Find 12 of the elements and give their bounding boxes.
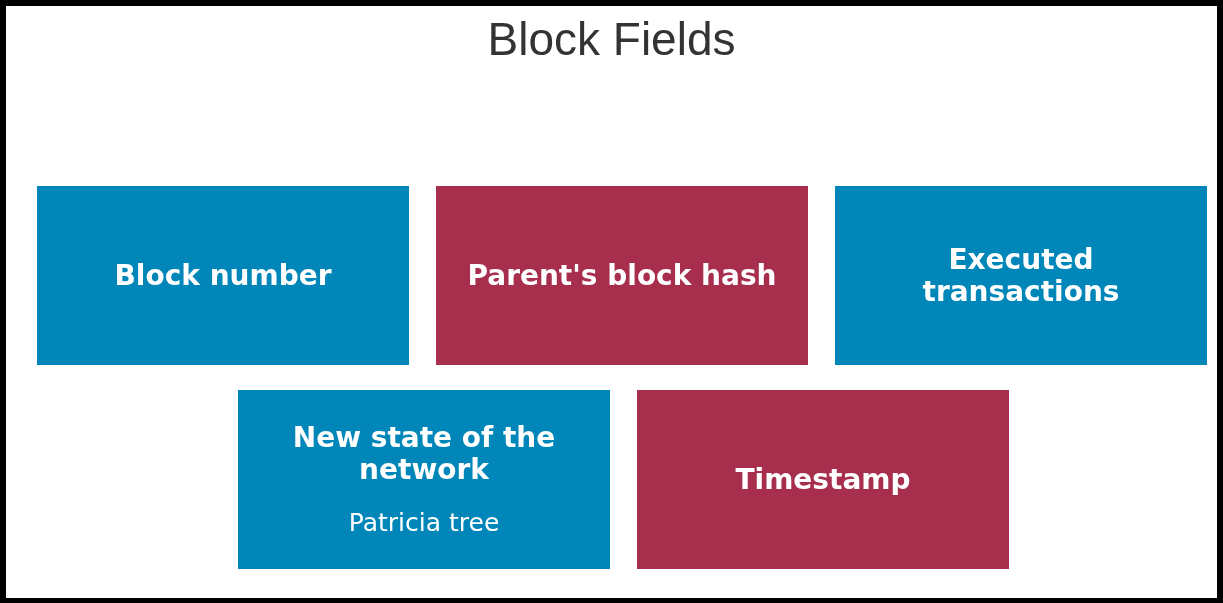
field-label: Block number bbox=[114, 259, 332, 292]
field-box bbox=[37, 186, 409, 365]
field-box bbox=[637, 390, 1009, 569]
field-label: Parent's block hash bbox=[467, 259, 777, 292]
subtitle-text: Patricia tree bbox=[348, 508, 500, 537]
title: Block Fields bbox=[486, 12, 737, 66]
field-label: Executed transactions bbox=[921, 243, 1121, 308]
field-box bbox=[238, 390, 610, 569]
field-box bbox=[436, 186, 808, 365]
field-box bbox=[835, 186, 1207, 365]
field-label: New state of the network bbox=[291, 422, 557, 486]
field-label: Timestamp bbox=[735, 463, 911, 496]
